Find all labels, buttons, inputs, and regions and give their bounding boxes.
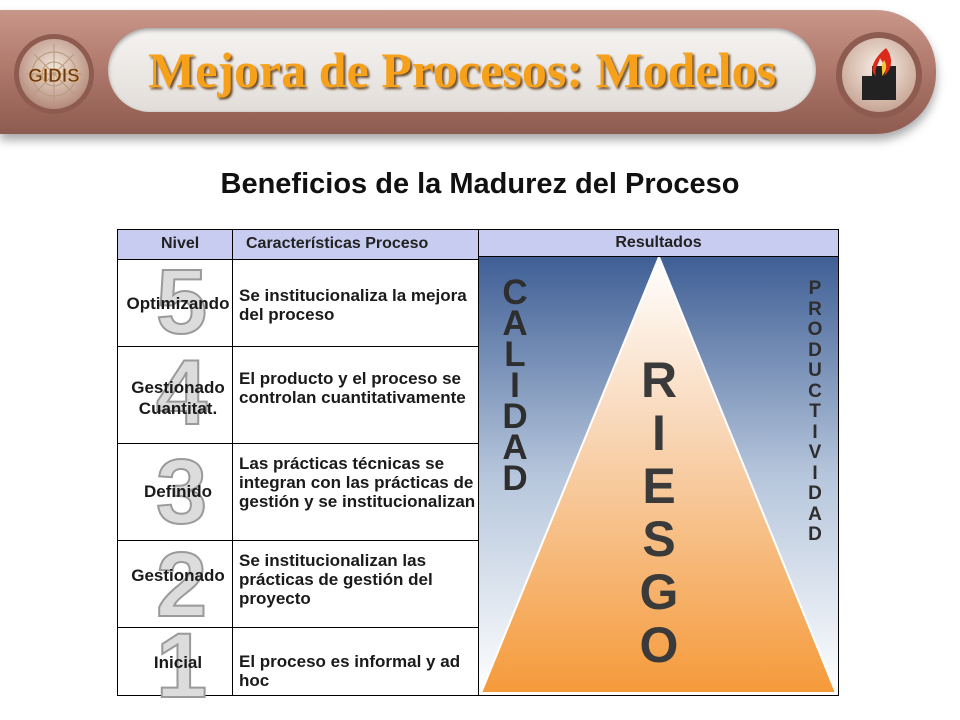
- vertical-letter: O: [639, 617, 679, 673]
- risk-pyramid-graphic: [479, 257, 838, 695]
- table-row-level-4: 4 Gestionado Cuantitat. El producto y el…: [118, 342, 478, 444]
- vertical-letter: I: [510, 366, 520, 405]
- level-name: Gestionado Cuantitat.: [131, 378, 225, 418]
- vertical-letter: G: [639, 564, 679, 620]
- level-name: Optimizando: [126, 294, 230, 313]
- vertical-letter: R: [640, 352, 678, 408]
- level-description: El proceso es informal y ad hoc: [239, 652, 461, 690]
- column-divider: [232, 230, 233, 695]
- level-name: Gestionado: [131, 566, 225, 585]
- page-title: Mejora de Procesos: Modelos: [147, 42, 777, 98]
- vertical-letter: O: [807, 319, 823, 340]
- vertical-letter: I: [812, 421, 818, 443]
- vertical-letter: C: [502, 273, 528, 312]
- table-row-level-2: 2 Gestionado Se institucionalizan las pr…: [118, 534, 478, 636]
- vertical-letter: S: [642, 511, 676, 567]
- level-digit: 1: [155, 615, 208, 717]
- vertical-letter: A: [502, 428, 528, 467]
- vertical-letter: L: [504, 335, 526, 374]
- level-description: Se institucionaliza la mejora del proces…: [239, 286, 467, 324]
- gidis-logo-icon: GIDIS: [14, 34, 94, 114]
- table-row-level-5: 5 Optimizando Se institucionaliza la mej…: [118, 255, 478, 349]
- vertical-letter: D: [808, 524, 822, 545]
- header-results: Resultados: [479, 230, 838, 257]
- gidis-logo-text: GIDIS: [28, 66, 80, 87]
- vertical-letter: D: [808, 483, 822, 504]
- table-row-level-3: 3 Definido Las prácticas técnicas se int…: [118, 444, 478, 541]
- vertical-letter: E: [642, 458, 676, 514]
- table-header-row: Nivel Características Proceso: [118, 230, 478, 260]
- vertical-letter: A: [502, 304, 528, 343]
- level-digit: 4: [155, 342, 208, 444]
- institution-logo-icon: [836, 32, 922, 118]
- vertical-letter: T: [809, 401, 821, 422]
- level-name: Definido: [144, 482, 212, 501]
- vertical-letter: D: [502, 397, 528, 436]
- header-characteristics: Características Proceso: [246, 235, 429, 252]
- level-digit: 2: [155, 534, 208, 636]
- level-name: Inicial: [153, 653, 203, 672]
- risk-triangle: [479, 257, 838, 694]
- vertical-letter: V: [808, 442, 822, 463]
- vertical-letter: C: [808, 380, 822, 402]
- vertical-letter: I: [652, 405, 666, 461]
- level-digit: 3: [155, 441, 208, 543]
- vertical-letter: U: [808, 360, 822, 381]
- vertical-letter: D: [502, 459, 528, 498]
- header-banner: GIDIS Mejora de Procesos: Modelos: [0, 10, 960, 142]
- level-description: Se institucionalizan las prácticas de ge…: [239, 551, 433, 608]
- subtitle: Beneficios de la Madurez del Proceso: [220, 168, 740, 200]
- level-description: El producto y el proceso se controlan cu…: [239, 369, 466, 407]
- level-digit: 5: [155, 251, 208, 353]
- maturity-table: Nivel Características Proceso 5 Optimiza…: [117, 229, 479, 713]
- vertical-letter: A: [808, 503, 822, 525]
- vertical-letter: R: [808, 298, 822, 320]
- vertical-letter: P: [808, 278, 822, 299]
- level-description: Las prácticas técnicas se integran con l…: [239, 454, 476, 511]
- table-row-level-1: 1 Inicial El proceso es informal y ad ho…: [118, 619, 478, 713]
- header-level: Nivel: [161, 235, 200, 252]
- vertical-letter: D: [808, 339, 822, 361]
- title-pill: Mejora de Procesos: Modelos: [108, 28, 816, 112]
- vertical-letter: I: [812, 462, 818, 484]
